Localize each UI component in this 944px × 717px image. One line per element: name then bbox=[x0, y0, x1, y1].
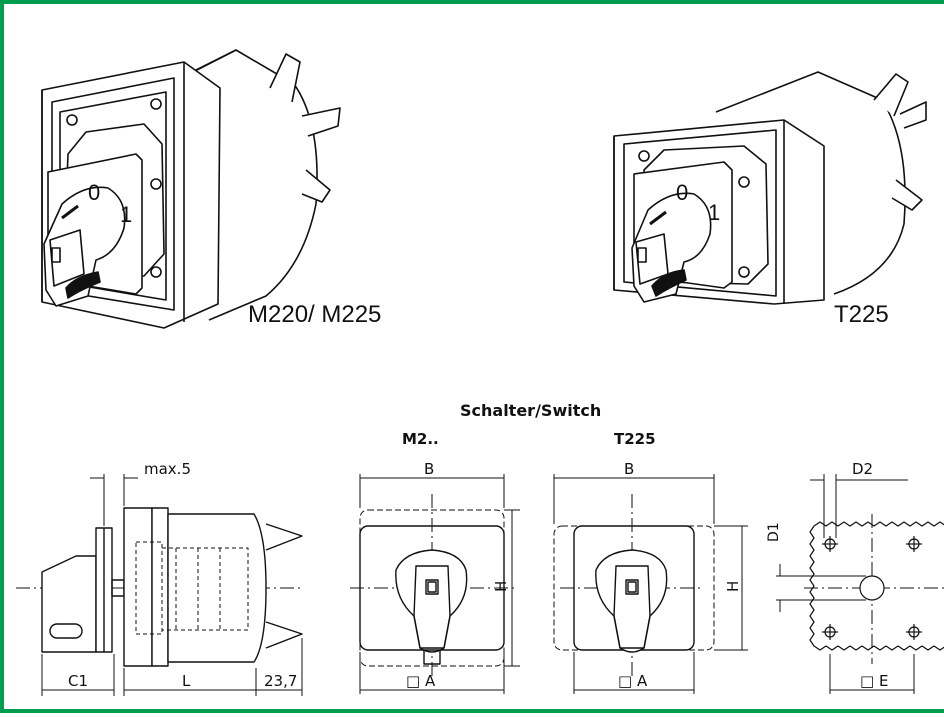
dim-b-m2: B bbox=[424, 460, 434, 478]
position-on-label-t225: 1 bbox=[708, 200, 720, 225]
dim-b-t225: B bbox=[624, 460, 634, 478]
dim-a-m2: □ A bbox=[406, 672, 436, 690]
dim-23-7: 23,7 bbox=[264, 672, 297, 690]
dim-h-m2: H bbox=[492, 581, 510, 592]
heading-t225: T225 bbox=[614, 430, 656, 448]
technical-drawing: 0 1 0 1 M220/ M225 T225 Schalter/Switch … bbox=[16, 49, 944, 696]
front-view-t225 bbox=[553, 474, 748, 694]
panel-cutout-drawing bbox=[776, 474, 944, 694]
position-off-label-t225: 0 bbox=[676, 180, 688, 205]
switch-3d-t225: 0 1 bbox=[613, 71, 927, 305]
dim-c1: C1 bbox=[68, 672, 88, 690]
dim-d2: D2 bbox=[852, 460, 873, 478]
drawing-heading: Schalter/Switch bbox=[460, 401, 601, 420]
dim-l: L bbox=[182, 672, 191, 690]
heading-m2: M2.. bbox=[402, 430, 439, 448]
dim-max5: max.5 bbox=[144, 460, 191, 478]
dim-e: □ E bbox=[860, 672, 888, 690]
product-label-t225: T225 bbox=[834, 301, 889, 328]
position-on-label: 1 bbox=[120, 202, 132, 227]
front-view-m2 bbox=[350, 474, 520, 694]
product-label-m220: M220/ M225 bbox=[248, 301, 381, 328]
side-view-drawing bbox=[16, 474, 304, 696]
dim-h-t225: H bbox=[724, 581, 742, 592]
dim-d1: D1 bbox=[766, 522, 782, 542]
switch-3d-m220: 0 1 bbox=[41, 49, 341, 329]
position-off-label: 0 bbox=[88, 180, 100, 205]
dim-a-t225: □ A bbox=[618, 672, 648, 690]
